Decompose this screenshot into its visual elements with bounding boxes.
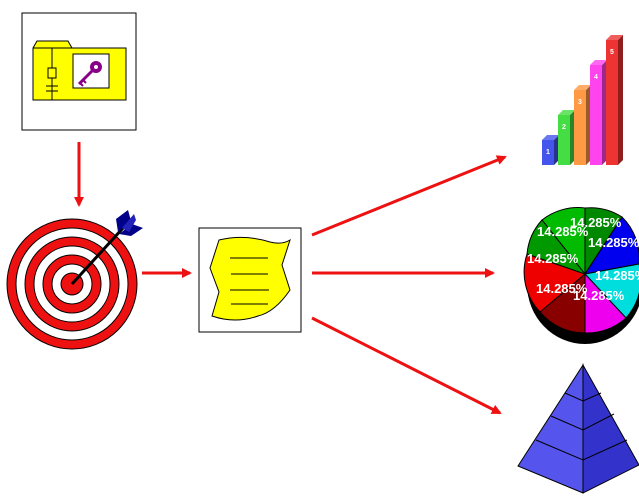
bar: [606, 35, 623, 165]
pie-slice-label: 14.285%: [536, 281, 588, 296]
bar: [542, 135, 559, 165]
bar-label: 5: [610, 49, 614, 56]
bar-label: 3: [578, 99, 582, 106]
pie-slice-label: 14.285%: [573, 288, 625, 303]
folder-key-icon: [21, 12, 137, 131]
target-dart-icon: [6, 210, 143, 350]
bar: [574, 85, 591, 165]
bar-label: 4: [594, 74, 598, 81]
arrow-document-to-pyramid: [311, 316, 502, 415]
pyramid-icon: [517, 363, 639, 494]
key-icon: [77, 61, 102, 87]
pie-slice-label: 14.285%: [588, 235, 639, 250]
document-icon: [198, 227, 302, 333]
bar-label: 1: [546, 149, 550, 156]
pie-chart-icon: 14.285% 14.285% 14.285% 14.285% 14.285% …: [523, 207, 639, 344]
bar-label: 2: [562, 124, 566, 131]
pie-slice-label: 14.285%: [527, 251, 579, 266]
bar: [590, 60, 607, 165]
arrow-document-to-bar-chart: [311, 155, 507, 237]
pie-slice-label: 14.285%: [595, 268, 639, 283]
bar: [558, 110, 575, 165]
bar-chart-icon: 1 2 3 4 5: [542, 35, 623, 165]
pie-slice-label: 14.285%: [570, 215, 622, 230]
connector-arrows: [74, 142, 507, 415]
pie-slice-label: 14.285%: [537, 224, 589, 239]
